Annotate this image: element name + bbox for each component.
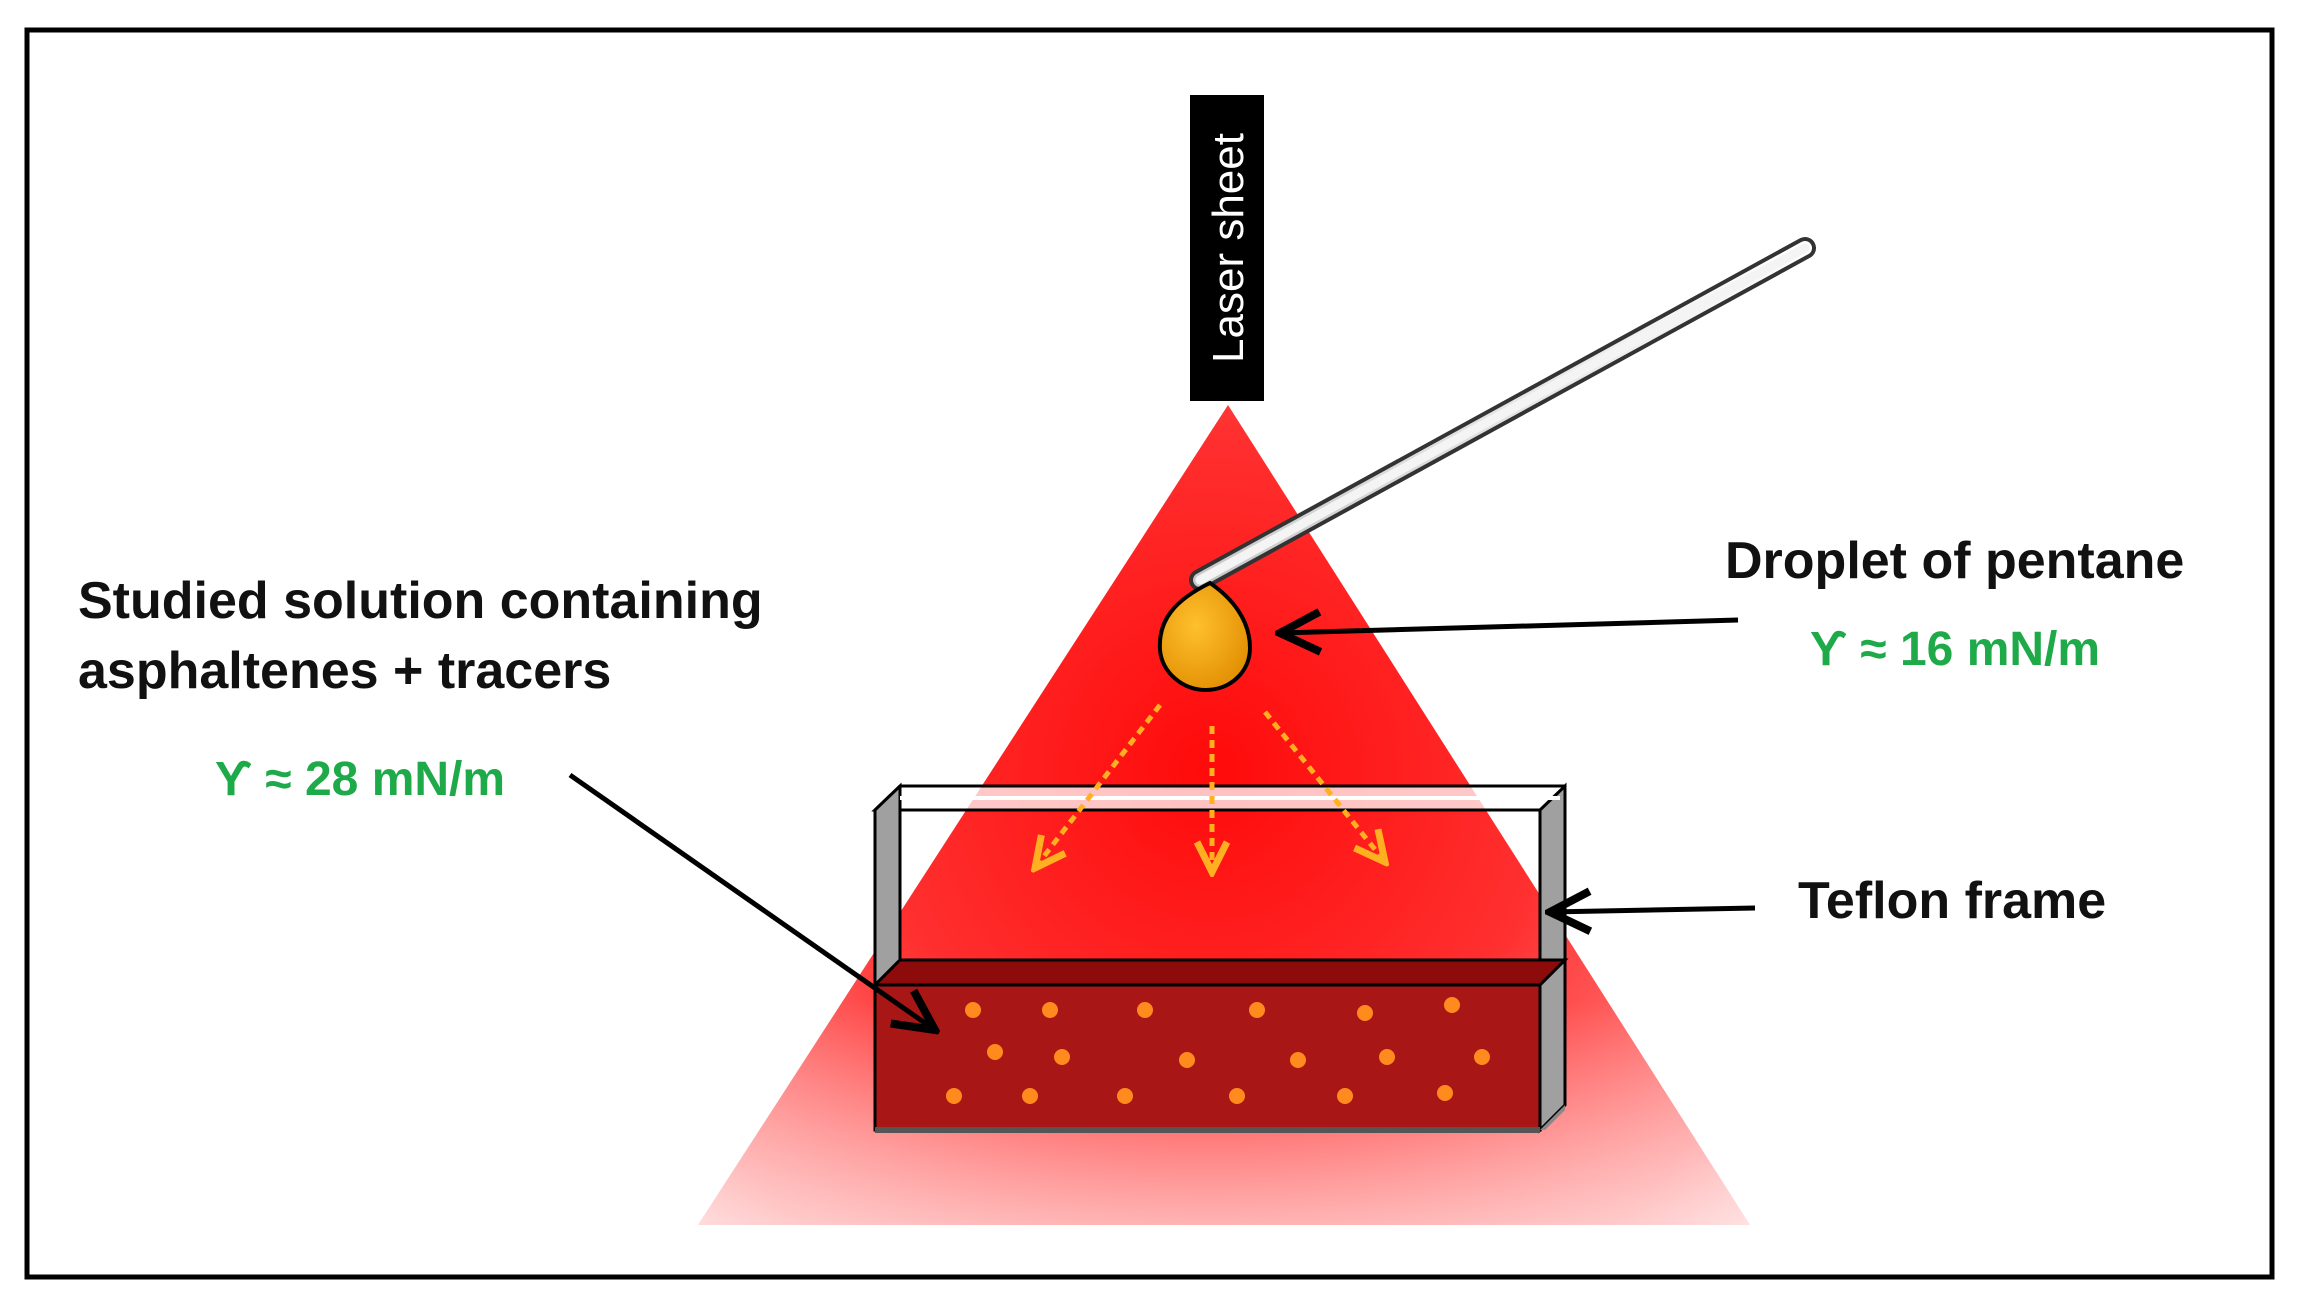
needle-icon xyxy=(1189,237,1816,591)
tracer-dot xyxy=(1054,1049,1070,1065)
spreading-arrows xyxy=(1035,703,1385,872)
tracer-dot xyxy=(1179,1052,1195,1068)
solution-label-line2: asphaltenes + tracers xyxy=(78,642,611,700)
tracer-dot xyxy=(987,1044,1003,1060)
droplet-tension-label: ϒ ≈ 16 mN/m xyxy=(1810,623,2100,676)
teflon-frame xyxy=(871,782,1567,1134)
solution-label-line1: Studied solution containing xyxy=(78,572,763,630)
tracer-dot xyxy=(1379,1049,1395,1065)
tracer-dot xyxy=(965,1002,981,1018)
tracer-dot xyxy=(1474,1049,1490,1065)
tracer-dot xyxy=(1249,1002,1265,1018)
tracer-dot xyxy=(1022,1088,1038,1104)
tracer-dot xyxy=(1444,997,1460,1013)
tracer-dot xyxy=(1117,1088,1133,1104)
tracer-dot xyxy=(1437,1085,1453,1101)
tracer-dot xyxy=(1229,1088,1245,1104)
tracer-dot xyxy=(1042,1002,1058,1018)
tracer-particles xyxy=(946,997,1490,1104)
frame-label: Teflon frame xyxy=(1798,872,2106,930)
tracer-dot xyxy=(1137,1002,1153,1018)
laser-sheet-label: Laser sheet xyxy=(1204,133,1253,363)
solution-tension-label: ϒ ≈ 28 mN/m xyxy=(215,753,505,806)
droplet-pointer-arrow xyxy=(1280,620,1739,633)
frame-pointer-arrow xyxy=(1550,908,1756,912)
solution-pointer-arrow xyxy=(568,772,935,1030)
asphaltene-solution xyxy=(871,958,1569,1133)
laser-source-box xyxy=(1190,95,1264,401)
pentane-droplet-icon xyxy=(1157,580,1253,693)
tracer-dot xyxy=(946,1088,962,1104)
tracer-dot xyxy=(1357,1005,1373,1021)
tracer-dot xyxy=(1290,1052,1306,1068)
tracer-dot xyxy=(1337,1088,1353,1104)
droplet-label: Droplet of pentane xyxy=(1725,532,2184,590)
